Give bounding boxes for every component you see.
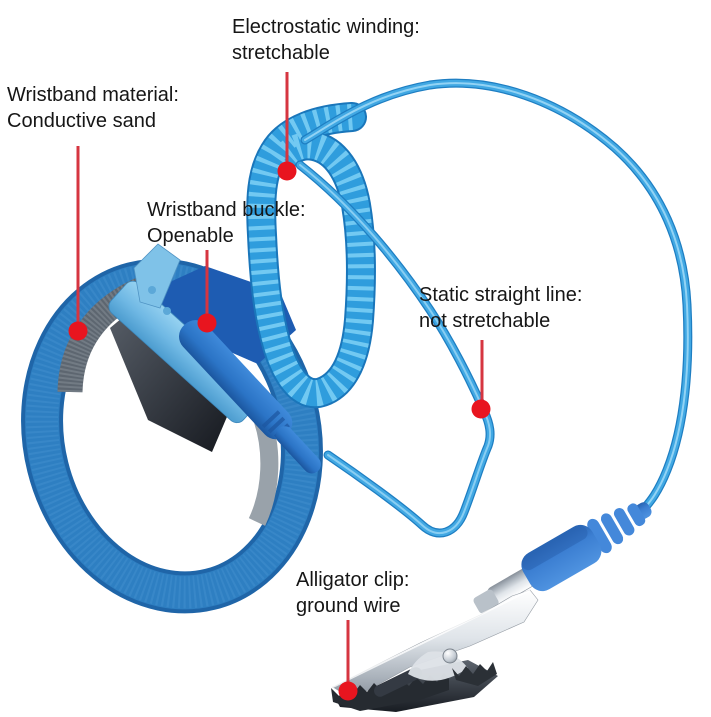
label-wristband-material: Wristband material: Conductive sand xyxy=(7,82,179,134)
label-line: not stretchable xyxy=(419,310,551,332)
connector-rib xyxy=(267,416,286,434)
boot-shade xyxy=(521,526,588,571)
label-line: Alligator clip: xyxy=(296,569,410,591)
label-line: Openable xyxy=(147,225,234,247)
label-alligator-clip: Alligator clip: ground wire xyxy=(296,567,409,619)
leader-dot-static xyxy=(471,399,491,419)
connector-tip xyxy=(275,426,321,474)
annotation-dots xyxy=(68,161,491,701)
wristband-buckle-assembly xyxy=(108,243,321,474)
snap-connector xyxy=(178,320,293,440)
leader-dot-material xyxy=(68,321,88,341)
boot-ridge xyxy=(587,518,612,554)
clip-highlight xyxy=(332,589,531,688)
leader-dot-clip xyxy=(338,681,358,701)
label-static-line: Static straight line: not stretchable xyxy=(419,282,582,334)
boot-ridge xyxy=(600,513,624,545)
annotations xyxy=(76,72,484,691)
label-line: Conductive sand xyxy=(7,110,156,132)
buckle-dimple xyxy=(148,286,156,294)
clip-back-teeth xyxy=(452,662,497,686)
label-line: Wristband material: xyxy=(7,84,179,106)
connector-rib xyxy=(261,410,281,429)
label-line: Wristband buckle: xyxy=(147,199,306,221)
label-wristband-buckle: Wristband buckle: Openable xyxy=(147,197,306,249)
leader-dot-electrostatic xyxy=(277,161,297,181)
leader-dot-buckle xyxy=(197,313,217,333)
alligator-clip xyxy=(331,589,539,712)
label-electrostatic-winding: Electrostatic winding: stretchable xyxy=(232,14,420,66)
boot-ridge xyxy=(627,503,646,527)
label-line: stretchable xyxy=(232,42,330,64)
label-line: Static straight line: xyxy=(419,284,583,306)
buckle-dimple xyxy=(163,307,171,315)
label-line: Electrostatic winding: xyxy=(232,16,420,38)
boot-ridge xyxy=(613,508,635,536)
label-line: ground wire xyxy=(296,595,401,617)
clip-pivot xyxy=(442,648,458,664)
buckle-fin xyxy=(133,243,181,309)
boot-body xyxy=(521,524,602,592)
coiled-cord xyxy=(261,117,361,393)
strain-relief-boot xyxy=(473,502,652,614)
